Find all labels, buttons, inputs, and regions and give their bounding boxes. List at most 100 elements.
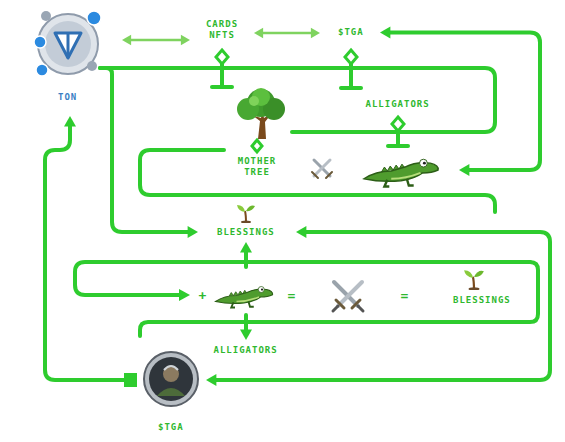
arrow-head xyxy=(64,116,76,126)
coin-icon xyxy=(142,350,200,408)
node-label: BLESSINGS xyxy=(217,227,275,238)
node-label: TON xyxy=(58,92,77,103)
gator-icon xyxy=(362,149,440,189)
arrow-head xyxy=(240,330,252,340)
sword-blade xyxy=(314,160,330,176)
graphic-part xyxy=(157,388,185,396)
node-label: CARDS NFTS xyxy=(200,19,244,41)
gator-icon xyxy=(214,279,274,309)
loop-line xyxy=(140,262,538,336)
flow-connector xyxy=(240,315,252,340)
sword-blade xyxy=(314,160,330,176)
node-label: BLESSINGS xyxy=(453,295,511,306)
connector-line xyxy=(215,232,550,380)
graphic-part xyxy=(87,11,101,25)
ton-icon xyxy=(30,6,106,82)
sprout-icon xyxy=(236,203,256,223)
graphic-part xyxy=(249,96,259,106)
bar-cap xyxy=(388,144,408,148)
graphic-part xyxy=(67,33,70,58)
graphic-part xyxy=(333,306,338,311)
arrow-head xyxy=(181,35,190,46)
graphic-part xyxy=(163,366,179,382)
arrow-head xyxy=(311,28,320,39)
graphic-part xyxy=(149,357,193,401)
arrow-head xyxy=(179,289,190,301)
graphic-part xyxy=(237,297,260,302)
loop-line xyxy=(75,262,530,295)
graphic-part xyxy=(36,64,48,76)
flow-connector xyxy=(122,35,190,46)
arrow-head xyxy=(254,28,263,39)
swords-icon xyxy=(328,278,368,314)
tree-node: MOTHER TREE xyxy=(222,86,292,178)
arrow-head xyxy=(380,27,390,39)
sword-hilt xyxy=(326,172,332,178)
arrow-head xyxy=(459,164,469,176)
graphic-part xyxy=(258,287,264,293)
bar-line xyxy=(349,63,353,88)
battle-swords xyxy=(312,160,332,178)
diamond xyxy=(392,117,404,131)
sprout-icon xyxy=(463,268,485,290)
bar-cap xyxy=(341,86,361,90)
node-label: $TGA xyxy=(338,27,364,38)
flow-loops xyxy=(75,150,538,336)
flow-connector xyxy=(206,226,550,386)
connector-line xyxy=(130,39,183,42)
flow-connector xyxy=(100,68,198,238)
graphic-part xyxy=(423,162,426,165)
arrow-head xyxy=(206,374,216,386)
sword-hilt xyxy=(312,172,318,178)
node-label: = xyxy=(401,289,410,302)
graphic-part xyxy=(391,173,420,179)
node-label: = xyxy=(288,289,297,302)
token-node: $TGA xyxy=(140,350,202,436)
flow-connector xyxy=(45,116,137,387)
ton-node: TON xyxy=(28,4,108,106)
graphic-part xyxy=(231,302,254,308)
connector-line xyxy=(100,68,495,132)
graphic-part xyxy=(261,288,263,290)
bar-line xyxy=(220,63,224,87)
flow-connector xyxy=(100,68,495,132)
graphic-part xyxy=(87,61,97,71)
graphic-part xyxy=(384,179,413,187)
graphic-part xyxy=(34,36,46,48)
start-marker xyxy=(124,373,137,387)
diamond xyxy=(252,140,262,152)
graphic-part xyxy=(246,206,255,212)
node-label: MOTHER TREE xyxy=(230,156,284,178)
graphic-part xyxy=(41,11,51,21)
graphic-part xyxy=(241,221,251,224)
diamond xyxy=(216,50,228,64)
flow-connector xyxy=(254,28,320,39)
arrow-head xyxy=(122,35,131,46)
node-label: ALLIGATORS xyxy=(214,345,278,356)
asset-label: CARDS NFTS xyxy=(198,19,246,43)
node-label: + xyxy=(199,289,208,302)
tree-icon xyxy=(234,87,288,139)
graphic-part xyxy=(55,33,81,58)
graphic-part xyxy=(358,306,363,311)
graphic-part xyxy=(474,271,484,277)
connector-line xyxy=(244,251,248,267)
loop-line xyxy=(140,150,495,212)
alligator-label: ALLIGATORS xyxy=(200,343,292,357)
battle-equation: + = = BLESSINGS xyxy=(187,268,530,314)
graphic-part xyxy=(237,205,245,212)
node-label: $TGA xyxy=(158,422,184,433)
graphic-part xyxy=(469,287,480,290)
graphic-part xyxy=(464,270,473,278)
connector-line xyxy=(45,125,128,380)
connector-line xyxy=(262,32,313,35)
graphic-part xyxy=(144,352,198,406)
blessings-node: BLESSINGS xyxy=(200,203,292,239)
arrow-head xyxy=(188,226,198,238)
graphic-part xyxy=(45,21,91,67)
graphic-part xyxy=(333,282,363,311)
arrow-head xyxy=(240,242,252,252)
graphic-part xyxy=(420,159,428,167)
graphic-part xyxy=(164,366,178,370)
